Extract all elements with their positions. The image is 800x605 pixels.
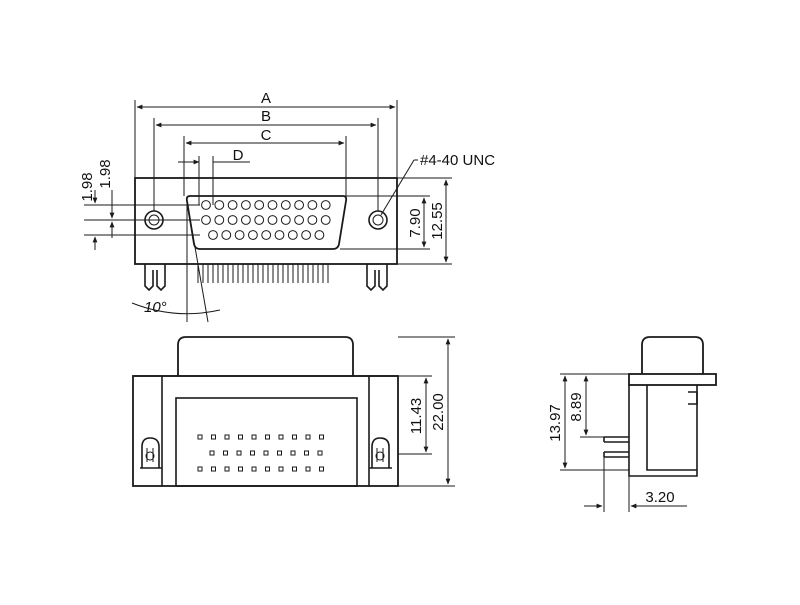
plan-left-clip <box>140 437 162 469</box>
plan-pin <box>197 434 203 440</box>
angle-arc <box>131 302 221 315</box>
pin-hole <box>280 215 291 225</box>
plan-pin <box>265 466 270 472</box>
dim-1397-label: 13.97 <box>547 404 564 442</box>
dim-198b-label: 1.98 <box>97 159 114 188</box>
plan-pin <box>305 466 311 472</box>
plan-pin <box>263 450 269 456</box>
pin-hole <box>227 200 238 210</box>
pin-hole <box>307 215 318 225</box>
pin-hole <box>314 230 325 240</box>
dim-d-label: D <box>233 147 244 164</box>
angle-flank-line <box>186 200 209 323</box>
plan-pin <box>265 434 270 440</box>
plan-pin <box>251 434 257 440</box>
side-shell <box>641 336 704 374</box>
dim-198a-label: 1.98 <box>79 172 96 201</box>
dim-b-label: B <box>261 108 271 125</box>
pin-hole <box>254 200 265 210</box>
pin-hole <box>241 200 251 210</box>
plan-pin <box>305 434 311 440</box>
dim-320-label: 3.20 <box>645 489 674 506</box>
pin-hole <box>214 200 225 210</box>
plan-pin <box>238 434 243 440</box>
pin-hole <box>274 230 285 240</box>
plan-pin <box>319 434 324 440</box>
pin-hole <box>214 215 225 225</box>
side-latch <box>688 391 698 405</box>
pin-hole <box>267 200 278 210</box>
plan-pin <box>278 466 284 472</box>
thread-leader <box>380 159 415 216</box>
plan-pin <box>224 434 230 440</box>
thread-label: #4-40 UNC <box>420 152 495 169</box>
plan-pin <box>319 466 324 472</box>
pin-hole <box>201 200 211 210</box>
angle-label: 10° <box>144 299 167 316</box>
plan-pin <box>251 466 257 472</box>
plan-pin <box>290 450 296 456</box>
side-view: 13.97 8.89 3.20 <box>547 336 717 512</box>
pin-hole <box>267 215 278 225</box>
pin-hole <box>234 230 245 240</box>
right-boardlock <box>366 264 388 292</box>
plan-pin <box>250 450 255 456</box>
plan-pin <box>292 434 297 440</box>
pin-hole <box>227 215 238 225</box>
plan-pin <box>317 450 323 456</box>
front-view: A B C D #4-40 UNC 1.98 1.98 <box>79 90 495 323</box>
plan-pin <box>304 450 309 456</box>
side-flange <box>628 373 717 386</box>
pcb-legs <box>197 264 329 283</box>
plan-pin <box>209 450 215 456</box>
pin-hole <box>294 215 305 225</box>
plan-pin <box>278 434 284 440</box>
plan-shell-top <box>177 336 354 376</box>
plan-pin <box>236 450 242 456</box>
side-inner <box>646 385 697 471</box>
dim-790-label: 7.90 <box>407 208 424 237</box>
side-lead-lower <box>604 451 629 458</box>
pin-hole <box>208 230 218 240</box>
pin-hole <box>280 200 291 210</box>
dim-1143-label: 11.43 <box>408 398 425 434</box>
side-body <box>628 385 698 477</box>
plan-pin <box>277 450 282 456</box>
dim-889-label: 8.89 <box>568 392 585 421</box>
plan-pin <box>292 466 297 472</box>
pin-hole <box>294 200 305 210</box>
pin-hole <box>261 230 272 240</box>
pin-hole <box>221 230 232 240</box>
pin-hole <box>320 200 331 210</box>
plan-pin <box>238 466 243 472</box>
pin-hole <box>287 230 298 240</box>
left-boardlock <box>144 264 166 292</box>
side-lead-upper <box>604 436 629 443</box>
dim-2200-label: 22.00 <box>430 393 447 431</box>
dim-1255-label: 12.55 <box>429 202 446 240</box>
plan-pin <box>224 466 230 472</box>
d-shell <box>185 195 348 250</box>
pin-hole <box>307 200 318 210</box>
pin-array <box>201 200 331 240</box>
dim-a-label: A <box>261 90 271 107</box>
pin-hole <box>248 230 258 240</box>
plan-pin <box>211 434 216 440</box>
pin-hole <box>201 215 211 225</box>
dim-c-label: C <box>261 127 272 144</box>
pin-hole <box>241 215 251 225</box>
pin-hole <box>254 215 265 225</box>
plan-right-clip <box>369 437 392 469</box>
plan-pin-array <box>197 434 324 472</box>
plan-view: 11.43 22.00 <box>132 336 455 487</box>
plan-pin <box>197 466 203 472</box>
plan-pin <box>223 450 228 456</box>
pin-hole <box>301 230 312 240</box>
pin-hole <box>320 215 331 225</box>
plan-pin <box>211 466 216 472</box>
